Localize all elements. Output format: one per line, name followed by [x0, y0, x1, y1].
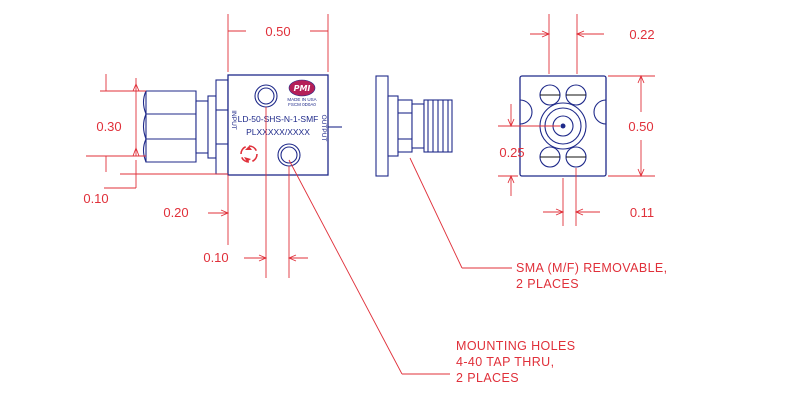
dim-right-height-text: 0.50	[628, 119, 653, 134]
dim-hole-offset: 0.10	[203, 107, 308, 278]
note-sma-line2: 2 PLACES	[516, 277, 579, 291]
end-hole-bottom-left	[539, 146, 561, 168]
front-view: PMI MADE IN USA FSCM 0D0A0 LD-50-SHS-N-1…	[142, 74, 342, 176]
dim-right-center-text: 0.25	[499, 145, 524, 160]
side-view-sma	[375, 75, 453, 177]
end-hole-bottom-right	[565, 146, 587, 168]
note-sma-line1: SMA (M/F) REMOVABLE,	[516, 261, 668, 275]
leader-mounting	[288, 159, 450, 375]
dim-right-top: 0.22	[530, 14, 655, 74]
note-mount-line2: 4-40 TAP THRU,	[456, 355, 554, 369]
dim-left-height-text: 0.30	[96, 119, 121, 134]
dim-connector-length: 0.20	[163, 175, 230, 245]
note-mount-line3: 2 PLACES	[456, 371, 519, 385]
input-label: INPUT	[230, 110, 237, 130]
dim-hole-offset-text: 0.10	[203, 250, 228, 265]
leader-sma	[409, 157, 512, 269]
dim-left-bottom-text: 0.10	[83, 191, 108, 206]
dim-right-bottom-text: 0.11	[630, 205, 654, 220]
note-mount-line1: MOUNTING HOLES	[456, 339, 576, 353]
input-sma-connector	[142, 79, 229, 175]
dim-right-center: 0.25	[498, 104, 560, 196]
dim-left-bottom: 0.10	[83, 160, 228, 206]
part-number: LD-50-SHS-N-1-SMF	[238, 114, 319, 124]
end-hole-top-left	[539, 84, 561, 106]
end-hole-top-right	[565, 84, 587, 106]
part-code: PLXXXXX/XXXX	[246, 127, 310, 137]
fscm-text: FSCM 0D0A0	[288, 102, 316, 107]
logo-text: PMI	[294, 84, 311, 93]
dim-right-top-text: 0.22	[629, 27, 654, 42]
circular-arrows-icon	[240, 145, 258, 163]
dim-connector-length-text: 0.20	[163, 205, 188, 220]
dim-top-width-text: 0.50	[265, 24, 290, 39]
made-in-text: MADE IN USA	[287, 97, 316, 102]
dim-top-width: 0.50	[227, 14, 329, 72]
end-view	[519, 75, 607, 177]
dim-left-height: 0.30	[86, 74, 146, 172]
output-label: OUTPUT	[320, 115, 327, 142]
dim-right-bottom: 0.11	[543, 168, 654, 226]
pmi-logo: PMI MADE IN USA FSCM 0D0A0	[287, 79, 317, 107]
dim-right-height: 0.50	[608, 74, 655, 178]
